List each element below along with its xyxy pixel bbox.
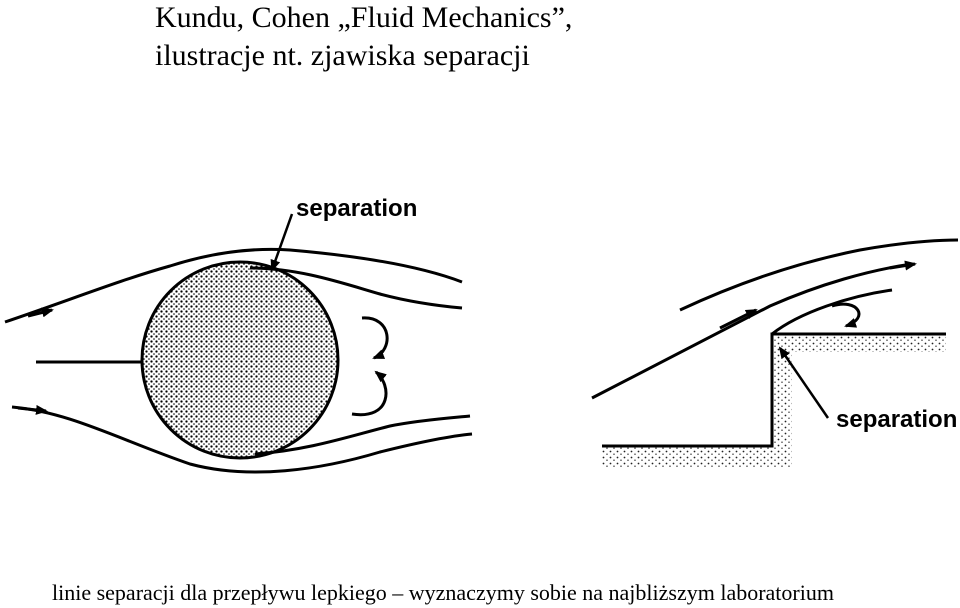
upper-streamline xyxy=(4,247,463,324)
step-separation-pointer xyxy=(778,346,830,419)
cylinder-separation-pointer xyxy=(270,213,294,272)
step-separation-label: separation xyxy=(836,406,957,433)
step-eddy-arrow xyxy=(831,302,861,328)
lower-streamline-arrow xyxy=(17,404,48,415)
cylinder-body xyxy=(140,260,340,460)
step-inner-streamline xyxy=(591,262,913,400)
step-outer-streamline xyxy=(679,238,959,312)
slide-title-line-2: ilustracje nt. zjawiska separacji xyxy=(155,39,530,72)
separating-streamline-top xyxy=(249,266,463,310)
step-wall xyxy=(602,332,946,448)
slide-title-line-1: Kundu, Cohen „Fluid Mechanics”, xyxy=(155,1,573,34)
slide-caption: linie separacji dla przepływu lepkiego –… xyxy=(52,580,834,605)
step-separating-streamline xyxy=(771,288,893,336)
separating-streamline-bottom xyxy=(254,414,471,456)
cylinder-separation-label: separation xyxy=(296,195,417,222)
upper-streamline-arrow xyxy=(27,307,54,318)
step-ground-fill xyxy=(602,334,946,468)
upper-eddy-arrow xyxy=(361,316,389,360)
lower-eddy-arrow xyxy=(351,370,388,417)
step-inner-arrow xyxy=(719,308,758,330)
lower-streamline xyxy=(11,405,473,474)
step-diagram: separation xyxy=(591,238,959,468)
step-outer-arrow xyxy=(889,260,917,271)
cylinder-diagram: separation xyxy=(4,195,473,474)
